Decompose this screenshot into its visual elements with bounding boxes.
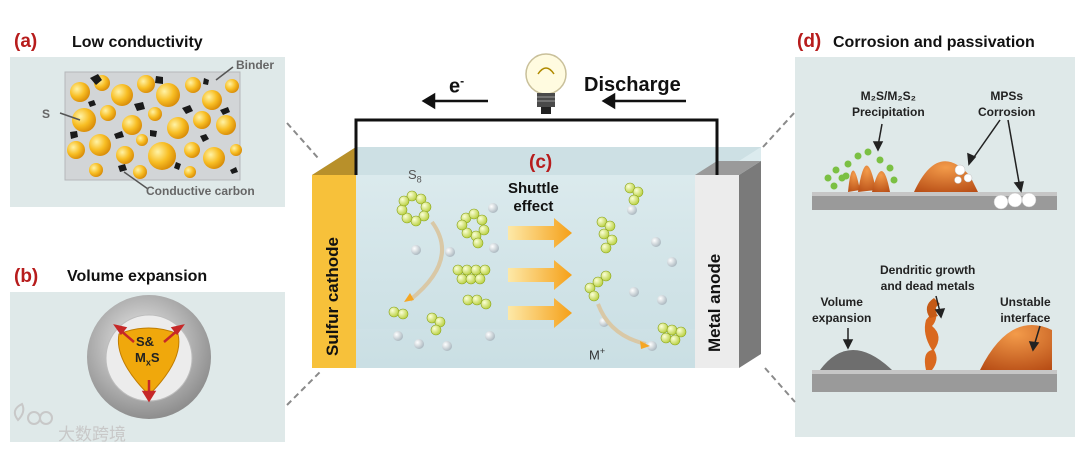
panel-d-bottom xyxy=(812,295,1057,392)
panel-d-title: Corrosion and passivation xyxy=(833,34,1035,51)
metal-ions xyxy=(393,203,677,351)
binder-label: Binder xyxy=(236,58,275,72)
s8-label: S8 xyxy=(408,167,422,185)
core-label-top: S& xyxy=(136,334,155,349)
panel-b-particle xyxy=(87,295,211,419)
battery-cell xyxy=(312,118,761,368)
connector-d-top xyxy=(762,111,796,148)
polysulfide-chains xyxy=(388,182,687,346)
watermark-logo-icon xyxy=(13,402,53,425)
s8-ring xyxy=(396,190,432,227)
discharge-label: Discharge xyxy=(584,74,681,96)
panel-a-title: Low conductivity xyxy=(72,34,203,51)
sulfur-label: S xyxy=(42,107,51,121)
shuttle-arrows xyxy=(508,218,572,328)
metal-anode-label: Metal anode xyxy=(705,253,724,352)
panel-b-title: Volume expansion xyxy=(67,268,208,285)
electron-label: e- xyxy=(449,74,465,98)
sulfur-cathode-label: Sulfur cathode xyxy=(323,236,342,356)
core-label-bottom: MxS xyxy=(135,350,160,368)
panel-d-top xyxy=(812,119,1057,210)
metal-ion-label: M+ xyxy=(589,346,606,363)
panel-a-tag: (a) xyxy=(14,31,38,52)
panel-d-tag: (d) xyxy=(797,31,822,52)
connector-a xyxy=(286,122,319,159)
panel-c-tag: (c) xyxy=(529,152,553,173)
curved-arrows xyxy=(404,220,650,349)
panel-a-electrode xyxy=(59,66,242,190)
connector-d-bottom xyxy=(764,367,796,403)
watermark-text: 大数跨境 xyxy=(58,425,126,444)
panel-b-tag: (b) xyxy=(14,266,39,287)
connector-b xyxy=(286,371,321,406)
left-arrow-icon xyxy=(421,92,686,110)
light-bulb-icon xyxy=(525,53,567,114)
conductive-carbon-label: Conductive carbon xyxy=(146,184,255,198)
